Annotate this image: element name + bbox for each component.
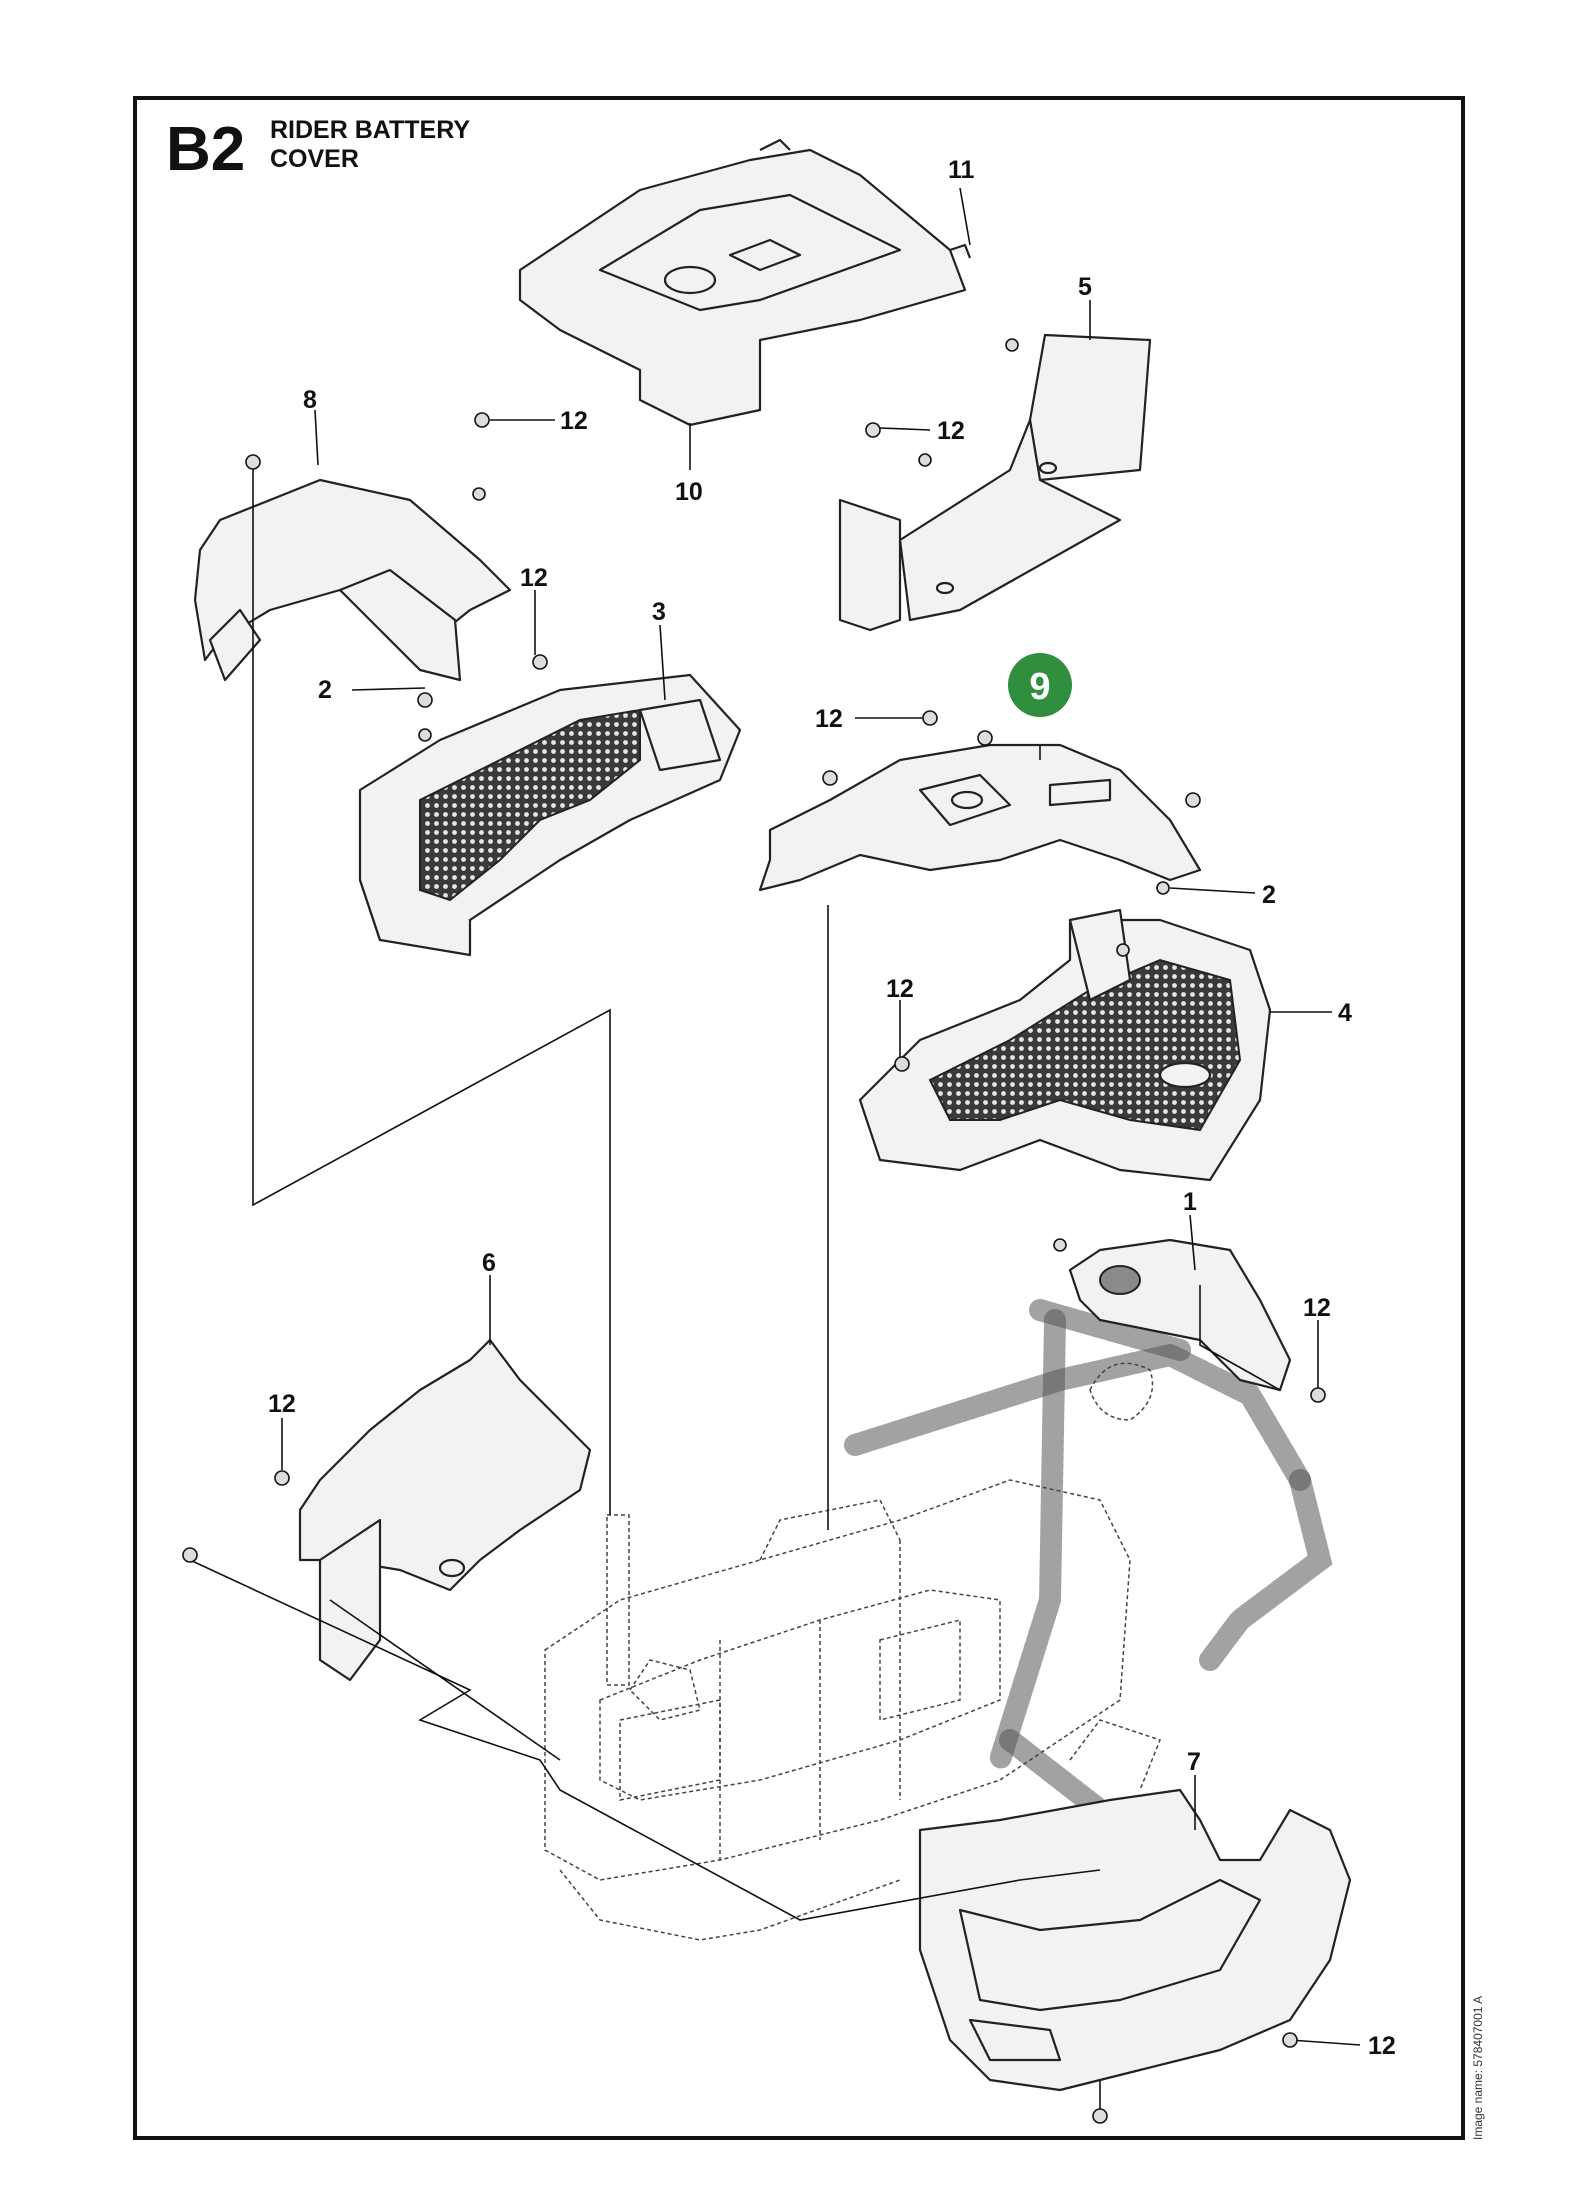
- callout-12-d: 12: [815, 705, 843, 733]
- screw-icon: [418, 728, 432, 742]
- callout-12-b: 12: [937, 417, 965, 445]
- screw-icon: [922, 710, 938, 726]
- screw-icon: [1053, 1238, 1067, 1252]
- page-border: [133, 96, 1465, 2140]
- part-6-left-front-cover: [298, 1338, 592, 1682]
- part-7-front-lower-cover: [918, 1788, 1352, 2092]
- title-line-2: COVER: [270, 145, 359, 173]
- screw-icon: [1116, 943, 1130, 957]
- callout-7: 7: [1187, 1748, 1201, 1776]
- callout-12-c: 12: [520, 564, 548, 592]
- callout-4: 4: [1338, 999, 1352, 1027]
- callout-6: 6: [482, 1249, 496, 1277]
- highlight-badge-circle: [1008, 653, 1072, 717]
- screw-icon: [894, 1056, 910, 1072]
- chassis-frame: [544, 1299, 1333, 1941]
- callout-12-g: 12: [268, 1390, 296, 1418]
- screw-icon: [1005, 338, 1019, 352]
- part-9-center-console-cover: [758, 743, 1202, 892]
- part-4-right-footrest-mesh: [858, 908, 1272, 1182]
- part-3-left-footrest-mesh: [358, 673, 742, 957]
- callout-12-f: 12: [1303, 1294, 1331, 1322]
- callout-12-e: 12: [886, 975, 914, 1003]
- part-5-rear-right-panel: [838, 333, 1152, 632]
- screw-icon: [1282, 2032, 1298, 2048]
- callout-2-a: 2: [318, 676, 332, 704]
- screw-icon: [1156, 881, 1170, 895]
- screw-icon: [1185, 792, 1201, 808]
- screw-icon: [417, 692, 433, 708]
- image-name-note: Image name: 578407001 A: [1471, 1996, 1485, 2140]
- screw-icon: [918, 453, 932, 467]
- screw-icon: [472, 487, 486, 501]
- screw-icon: [532, 654, 548, 670]
- highlight-badge-9: 9: [1008, 653, 1072, 717]
- callout-3: 3: [652, 598, 666, 626]
- callout-1: 1: [1183, 1188, 1197, 1216]
- screws: [182, 338, 1326, 2124]
- screw-icon: [865, 422, 881, 438]
- screw-icon: [474, 412, 490, 428]
- screw-icon: [1092, 2108, 1108, 2124]
- callout-11: 11: [948, 156, 975, 184]
- assembly-leader-lines: [189, 187, 1361, 2110]
- screw-icon: [182, 1547, 198, 1563]
- section-code: B2: [166, 115, 245, 184]
- callout-10: 10: [675, 478, 703, 506]
- callout-2-b: 2: [1262, 881, 1276, 909]
- callout-12-a: 12: [560, 407, 588, 435]
- callout-5: 5: [1078, 273, 1092, 301]
- screw-icon: [274, 1470, 290, 1486]
- callouts: 8 11 5 10 12 12 12 3 2 12 2 4 12 1 12 6 …: [268, 156, 1396, 2060]
- screw-icon: [822, 770, 838, 786]
- screw-icon: [977, 730, 993, 746]
- screw-icon: [245, 454, 261, 470]
- screw-icon: [1310, 1387, 1326, 1403]
- highlight-badge-number: 9: [1029, 666, 1050, 708]
- part-1-front-console: [1068, 1238, 1292, 1392]
- part-8-rear-left-cover: [193, 478, 512, 682]
- callout-8: 8: [303, 386, 317, 414]
- part-10-battery-top-cover: [518, 138, 972, 427]
- callout-12-h: 12: [1368, 2032, 1396, 2060]
- title-line-1: RIDER BATTERY: [270, 116, 470, 144]
